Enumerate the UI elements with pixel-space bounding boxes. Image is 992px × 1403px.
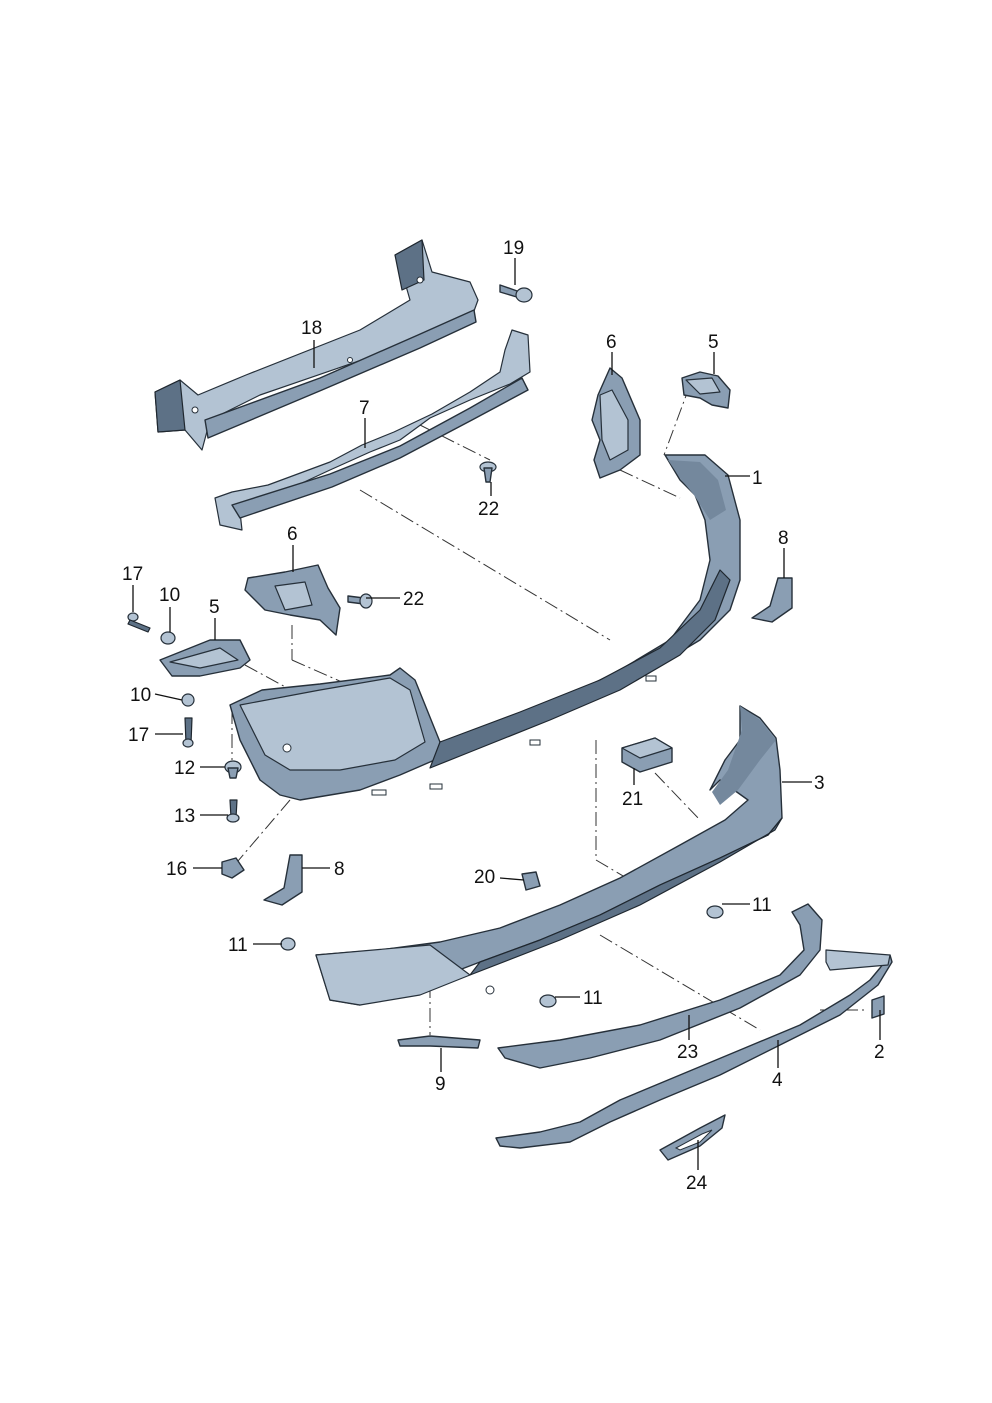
label-5-left: 5 — [209, 597, 220, 618]
label-13: 13 — [174, 806, 195, 827]
part-6-bracket-right — [591, 367, 641, 479]
label-11-center: 11 — [583, 988, 603, 1009]
leader-lines — [132, 258, 881, 1170]
part-12-clip — [224, 760, 242, 779]
label-20: 20 — [474, 867, 495, 888]
part-19-bolt — [499, 284, 533, 303]
label-24: 24 — [686, 1173, 708, 1194]
label-10-upper: 10 — [159, 585, 180, 606]
label-3: 3 — [814, 773, 825, 794]
label-6-right: 6 — [606, 332, 617, 353]
label-2: 2 — [874, 1042, 885, 1063]
label-19: 19 — [503, 238, 524, 259]
part-2-cap — [871, 995, 885, 1019]
label-22-lower: 22 — [403, 589, 424, 610]
label-23: 23 — [677, 1042, 698, 1063]
part-23-trim-strip — [497, 903, 823, 1069]
part-13-screw — [226, 799, 240, 823]
label-22-upper: 22 — [478, 499, 499, 520]
part-17-screw-upper — [127, 612, 151, 633]
label-11-right: 11 — [752, 895, 772, 916]
part-16-nut — [221, 857, 245, 879]
part-10-nut-upper — [160, 631, 176, 645]
label-7: 7 — [359, 398, 370, 419]
label-12: 12 — [174, 758, 195, 779]
part-21-module — [621, 737, 673, 773]
part-22-clip-upper — [479, 461, 497, 483]
part-20-clip — [521, 871, 541, 891]
label-17-upper: 17 — [122, 564, 143, 585]
part-5-guide-right — [681, 371, 731, 409]
label-21: 21 — [622, 789, 643, 810]
part-22-clip-lower — [347, 593, 373, 609]
label-1: 1 — [752, 468, 763, 489]
label-16: 16 — [166, 859, 187, 880]
label-11-left: 11 — [228, 935, 248, 956]
part-1-bumper-cover — [229, 454, 741, 801]
label-4: 4 — [772, 1070, 783, 1091]
part-11-clip-b — [280, 937, 296, 951]
label-6-left: 6 — [287, 524, 298, 545]
part-5-guide-left — [159, 639, 251, 677]
part-7-impact-absorber — [214, 329, 531, 531]
part-8-bracket-right — [751, 577, 793, 623]
part-18-reinforcement-bar — [154, 239, 479, 451]
part-10-nut-lower — [181, 693, 195, 707]
part-11-clip-c — [539, 994, 557, 1008]
label-8-left: 8 — [334, 859, 345, 880]
part-24-reflector-frame — [659, 1114, 726, 1161]
label-5-right: 5 — [708, 332, 719, 353]
label-17-lower: 17 — [128, 725, 149, 746]
callout-labels: 1 2 3 4 5 5 6 6 7 8 8 9 10 10 11 11 11 1… — [122, 238, 885, 1194]
part-4-diffuser-insert — [495, 949, 893, 1149]
part-6-bracket-left — [244, 564, 341, 636]
part-11-clip-a — [706, 905, 724, 919]
part-8-bracket-left — [263, 854, 303, 906]
part-3-lower-spoiler — [315, 705, 783, 1006]
label-18: 18 — [301, 318, 322, 339]
label-8-right: 8 — [778, 528, 789, 549]
part-9-trim-strip — [397, 1035, 481, 1049]
label-9: 9 — [435, 1074, 446, 1095]
part-17-screw-lower — [182, 717, 194, 748]
label-10-lower: 10 — [130, 685, 151, 706]
